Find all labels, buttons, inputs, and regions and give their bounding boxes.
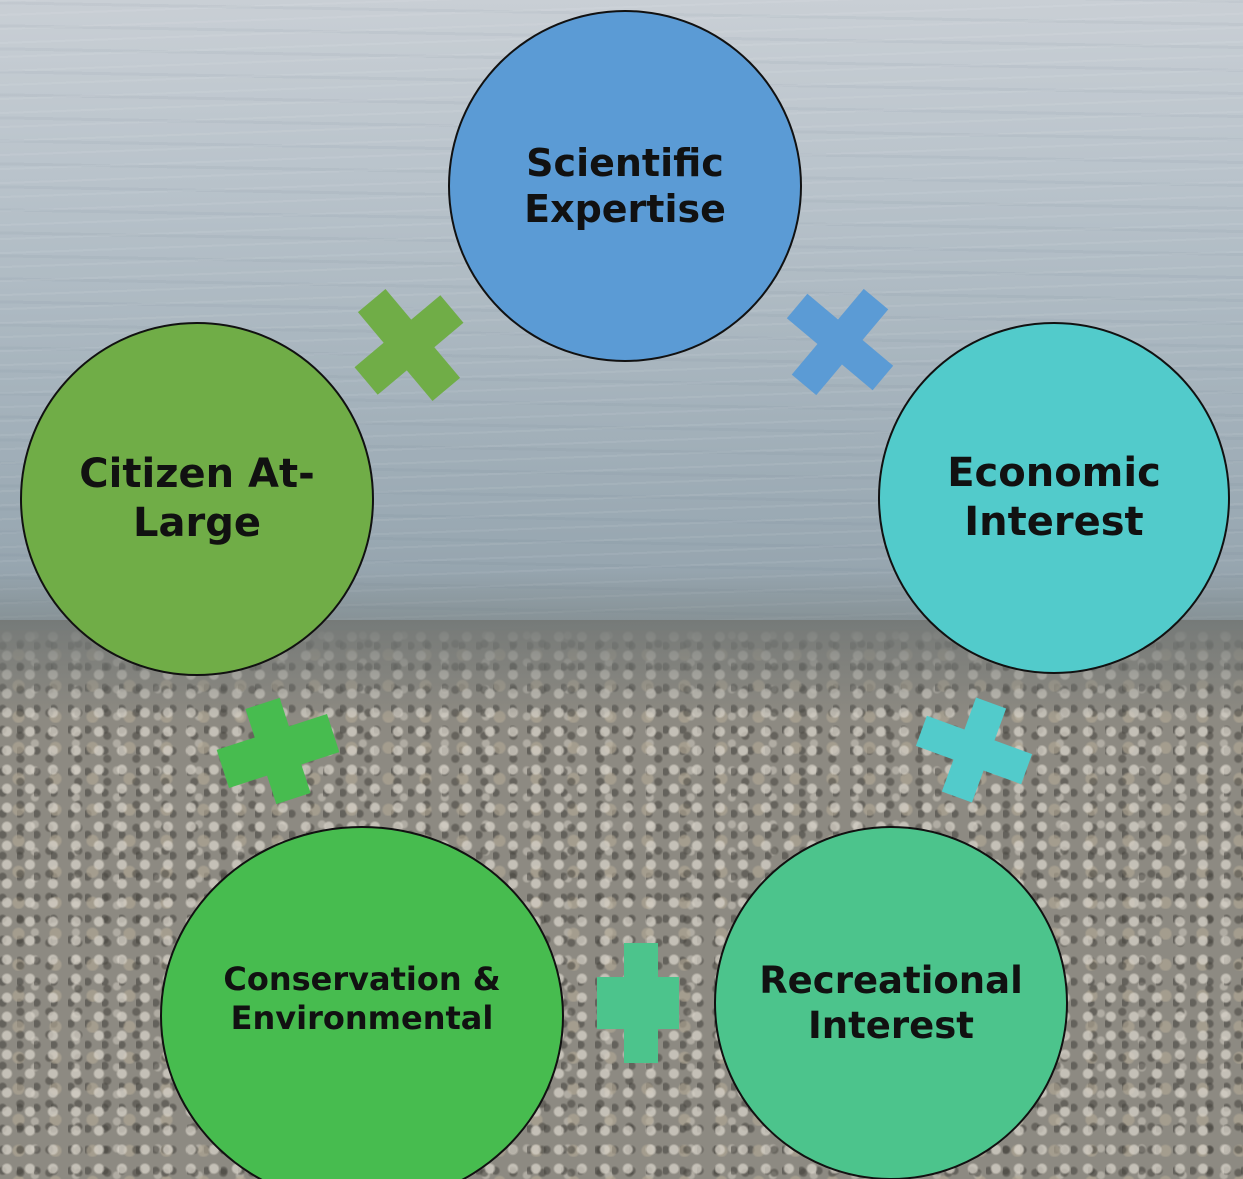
node-economic-interest: Economic Interest xyxy=(878,322,1230,674)
node-label-recreational-interest: Recreational Interest xyxy=(759,958,1023,1047)
node-label-scientific-expertise: Scientific Expertise xyxy=(524,140,726,231)
node-label-citizen-at-large: Citizen At- Large xyxy=(79,451,315,546)
connector-economic-recreational xyxy=(915,697,1033,803)
connector-scientific-economic xyxy=(786,288,894,396)
node-recreational-interest: Recreational Interest xyxy=(714,826,1068,1179)
node-conservation-environmental: Conservation & Environmental xyxy=(160,826,564,1179)
node-label-economic-interest: Economic Interest xyxy=(947,450,1161,545)
plus-shape xyxy=(216,697,340,805)
connector-conservation-citizen xyxy=(216,697,340,805)
plus-shape xyxy=(354,288,464,402)
node-citizen-at-large: Citizen At- Large xyxy=(20,322,374,676)
plus-shape xyxy=(915,697,1033,803)
plus-shape xyxy=(786,288,894,396)
node-scientific-expertise: Scientific Expertise xyxy=(448,10,802,362)
connector-recreational-conservation xyxy=(597,943,679,1063)
connector-citizen-scientific xyxy=(354,288,464,402)
plus-shape xyxy=(597,943,679,1063)
node-label-conservation-environmental: Conservation & Environmental xyxy=(223,959,501,1037)
